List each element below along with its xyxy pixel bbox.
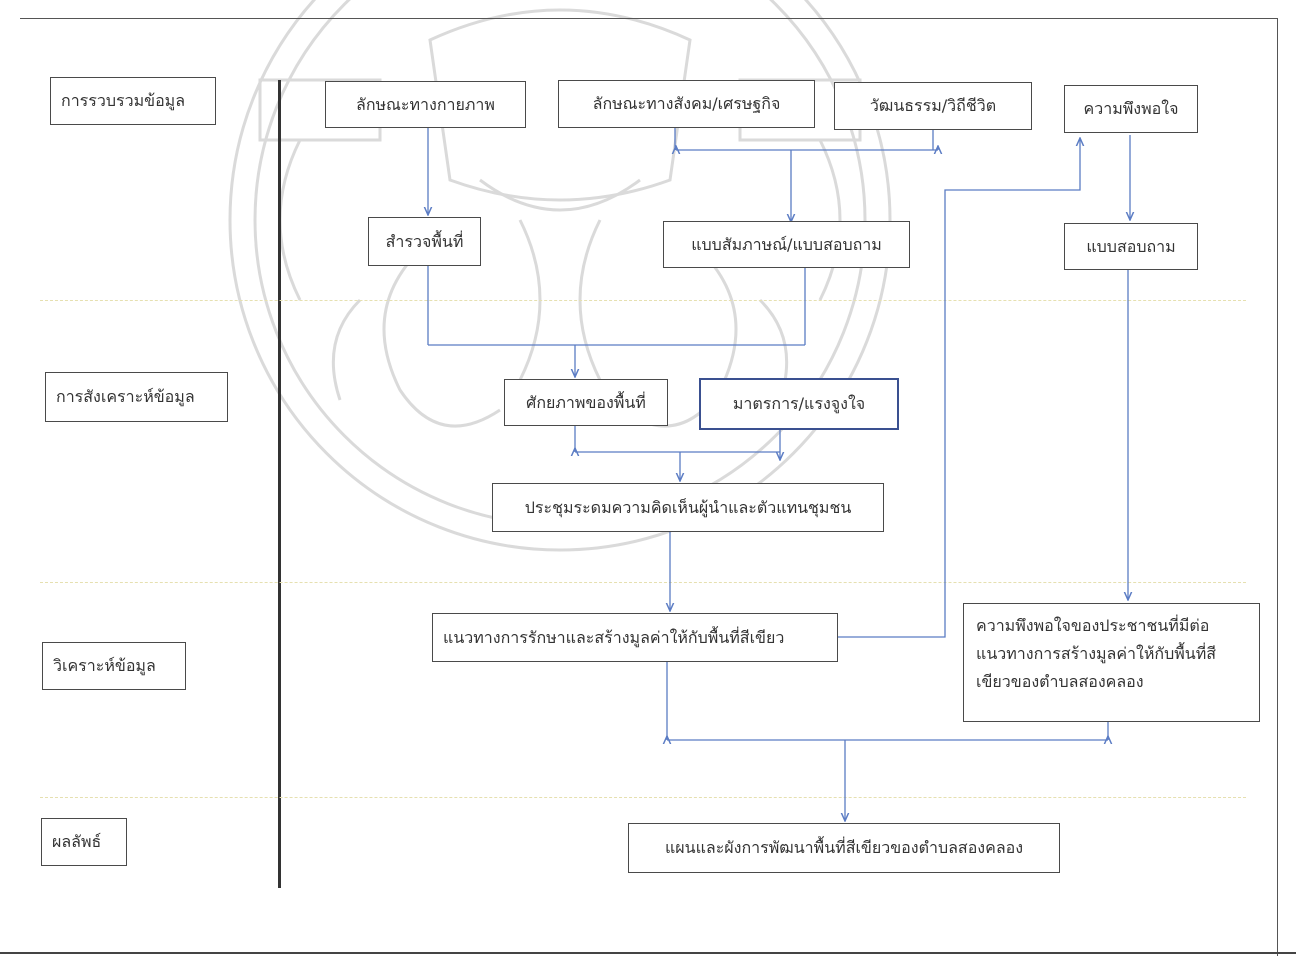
node-satisfaction-result: ความพึงพอใจของประชาชนที่มีต่อแนวทางการสร… xyxy=(963,603,1260,722)
stage-separator xyxy=(40,300,1246,301)
stage-label-analyze: วิเคราะห์ข้อมูล xyxy=(42,642,186,690)
page-frame-right xyxy=(1277,18,1278,956)
node-development-plan: แผนและผังการพัฒนาพื้นที่สีเขียวของตำบลสอ… xyxy=(628,823,1060,873)
stage-label-synthesize: การสังเคราะห์ข้อมูล xyxy=(45,372,228,422)
node-questionnaire: แบบสอบถาม xyxy=(1064,223,1198,270)
node-guideline: แนวทางการรักษาและสร้างมูลค่าให้กับพื้นที… xyxy=(432,613,838,662)
stage-label-collect: การรวบรวมข้อมูล xyxy=(50,77,216,125)
page-frame-bottom xyxy=(0,952,1296,954)
stage-separator xyxy=(40,797,1246,798)
node-culture: วัฒนธรรม/วิถีชีวิต xyxy=(834,82,1032,130)
node-satisfaction: ความพึงพอใจ xyxy=(1064,85,1198,133)
node-measures-incentives: มาตรการ/แรงจูงใจ xyxy=(699,378,899,430)
stage-label-result: ผลลัพธ์ xyxy=(41,818,127,866)
page-frame-top xyxy=(20,18,1278,19)
stage-separator xyxy=(40,582,1246,583)
stage-divider xyxy=(278,80,281,888)
node-area-potential: ศักยภาพของพื้นที่ xyxy=(504,379,668,426)
node-area-survey: สำรวจพื้นที่ xyxy=(368,217,481,266)
node-social-economic: ลักษณะทางสังคม/เศรษฐกิจ xyxy=(558,80,815,128)
node-community-meeting: ประชุมระดมความคิดเห็นผู้นำและตัวแทนชุมชน xyxy=(492,483,884,532)
node-physical: ลักษณะทางกายภาพ xyxy=(325,81,526,128)
node-interview-questionnaire: แบบสัมภาษณ์/แบบสอบถาม xyxy=(663,221,910,268)
